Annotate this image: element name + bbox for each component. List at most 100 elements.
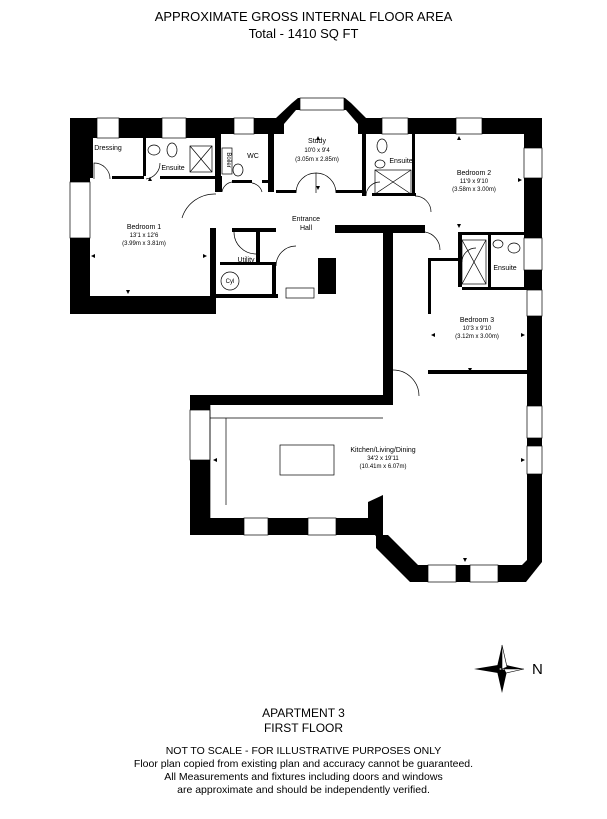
room-dim-kitchen-metric: (10.41m x 6.07m) [359, 464, 406, 470]
floor-plan: Dressing Ensuite Boiler WC Study 10'0 x … [69, 97, 543, 583]
door-swing [251, 182, 263, 193]
room-name-cyl: Cyl [226, 279, 235, 285]
window [96, 117, 120, 139]
window [243, 517, 269, 536]
dimension-ticks [91, 136, 525, 562]
wall-segment [216, 294, 278, 298]
window [233, 117, 255, 135]
shower-tray [461, 239, 487, 285]
window [427, 564, 457, 583]
room-name-study: Study [308, 138, 326, 145]
room-name-bedroom-2: Bedroom 2 [457, 170, 491, 177]
room-name-wc: WC [247, 153, 259, 160]
door-swing [145, 162, 161, 180]
wall-segment [190, 518, 375, 535]
cylinder [220, 271, 240, 291]
wall-segment [160, 176, 218, 179]
wall-segment [410, 565, 522, 582]
wall-segment [372, 193, 416, 196]
wall-segment [268, 134, 274, 192]
wall-segment [262, 180, 274, 183]
window [381, 117, 409, 135]
room-name-hall: Hall [300, 225, 313, 232]
floor-area-title: APPROXIMATE GROSS INTERNAL FLOOR AREA [154, 9, 453, 24]
wall-segment [510, 545, 542, 582]
basin [147, 144, 161, 156]
wall-segment [368, 495, 392, 548]
wall-segment [376, 535, 418, 582]
compass-north-label: N [532, 661, 542, 678]
floor-area-total: Total - 1410 SQ FT [248, 26, 359, 41]
window [307, 517, 337, 536]
wall-segment [70, 296, 210, 314]
wall-segment [219, 176, 222, 192]
wall-segment [90, 138, 93, 178]
window [526, 289, 543, 317]
wall-segment [458, 232, 462, 287]
wall-segment [112, 176, 144, 179]
door-swing [93, 162, 111, 180]
disclaimer-measurements: All Measurements and fixtures including … [164, 771, 443, 783]
window [299, 97, 345, 111]
window [189, 409, 211, 461]
wall-segment [232, 180, 252, 183]
door-swing [392, 369, 420, 397]
door-swing [365, 181, 381, 197]
window [285, 287, 315, 299]
door-swing [233, 231, 257, 255]
room-name-entrance: Entrance [292, 216, 320, 223]
door-swing [181, 193, 217, 219]
disclaimer-scale: NOT TO SCALE - FOR ILLUSTRATIVE PURPOSES… [165, 745, 442, 757]
apartment-label: APARTMENT 3 [262, 706, 345, 720]
wc-fixture [166, 142, 178, 158]
wall-segment [215, 118, 221, 192]
door-swing [295, 172, 317, 194]
room-name-bedroom-3: Bedroom 3 [460, 317, 494, 324]
door-swing [315, 172, 337, 194]
wc-fixture [507, 242, 521, 254]
room-dim-bedroom-3-metric: (3.12m x 3.00m) [455, 334, 499, 340]
door-swing [414, 195, 432, 213]
wall-segment [232, 228, 276, 232]
door-swing [221, 181, 233, 193]
wall-segment [428, 370, 527, 374]
window [455, 117, 483, 135]
wall-segment [256, 232, 260, 262]
room-name-ensuite-3: Ensuite [493, 265, 516, 272]
shower-tray [374, 169, 412, 195]
wc-fixture [232, 163, 244, 177]
disclaimer-accuracy: Floor plan copied from existing plan and… [133, 758, 474, 770]
wall-segment [336, 190, 364, 193]
wall-segment [412, 134, 415, 196]
window [161, 117, 187, 139]
wall-segment [220, 262, 272, 265]
room-name-kitchen: Kitchen/Living/Dining [350, 447, 415, 454]
window [526, 405, 543, 439]
wall-segment [190, 395, 393, 405]
window [469, 564, 499, 583]
window [523, 237, 543, 271]
kitchen-island [279, 444, 335, 476]
room-dim-study-imperial: 10'0 x 9'4 [304, 148, 330, 154]
wall-segment [428, 258, 458, 261]
window [523, 147, 543, 179]
room-name-ensuite-1: Ensuite [161, 165, 184, 172]
wall-segment [276, 190, 296, 193]
wall-segment [366, 118, 542, 134]
wall-segment [335, 225, 425, 233]
floor-label: FIRST FLOOR [263, 721, 344, 735]
basin [492, 239, 504, 249]
wc-fixture [376, 138, 388, 154]
room-name-bedroom-1: Bedroom 1 [127, 224, 161, 231]
wall-segment [272, 262, 276, 298]
doors-and-fixtures [93, 138, 521, 518]
wall-segment [70, 118, 215, 138]
disclaimer-verify: are approximate and should be independen… [177, 784, 430, 796]
room-labels: Dressing Ensuite Boiler WC Study 10'0 x … [94, 138, 517, 470]
room-dim-bedroom-2-imperial: 11'9 x 9'10 [460, 179, 489, 185]
room-name-dressing: Dressing [94, 145, 122, 152]
room-dim-bedroom-2-metric: (3.58m x 3.00m) [452, 187, 496, 193]
room-dim-bedroom-3-imperial: 10'3 x 9'10 [463, 326, 492, 332]
room-dim-kitchen-imperial: 34'2 x 19'11 [367, 456, 399, 462]
room-name-utility: Utility [237, 257, 255, 264]
